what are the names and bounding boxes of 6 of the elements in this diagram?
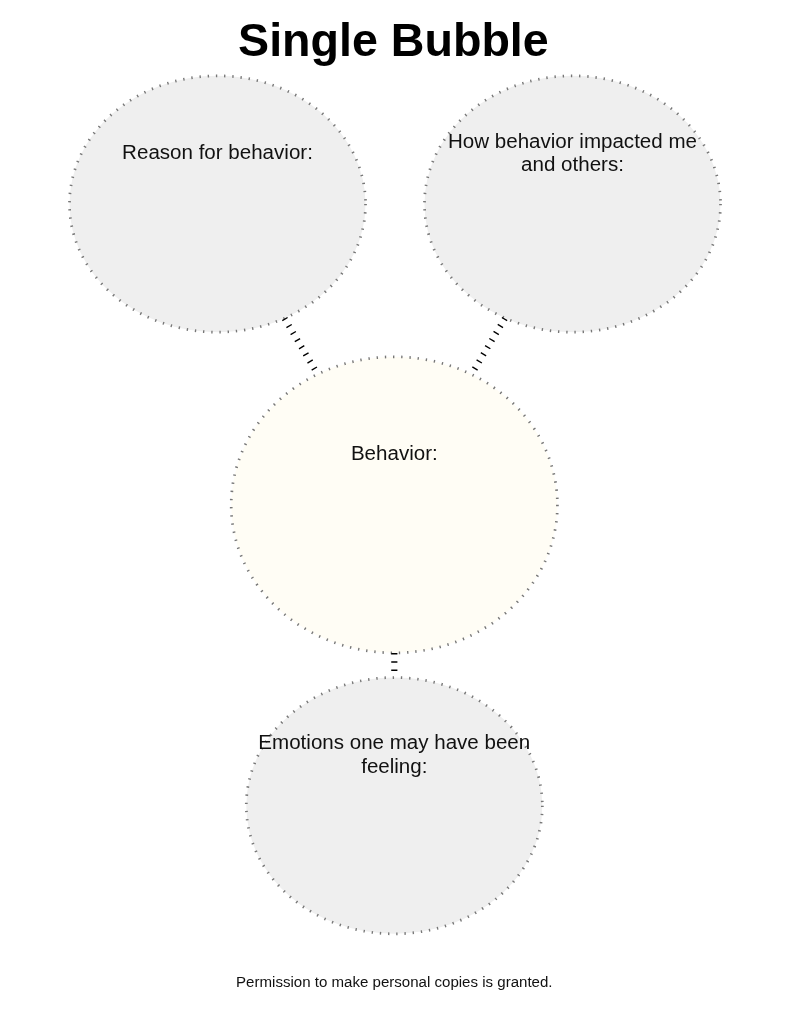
node-ellipse: Reason for behavior: — [68, 74, 367, 334]
diagram-title: Single Bubble — [238, 13, 549, 66]
node-ellipse: How behavior impacted me and others: — [423, 74, 722, 334]
label: Permission to make personal copies is granted. — [236, 973, 553, 991]
node-circle: Behavior: — [229, 355, 559, 655]
node-ellipse: Emotions one may have been feeling: — [244, 676, 544, 936]
